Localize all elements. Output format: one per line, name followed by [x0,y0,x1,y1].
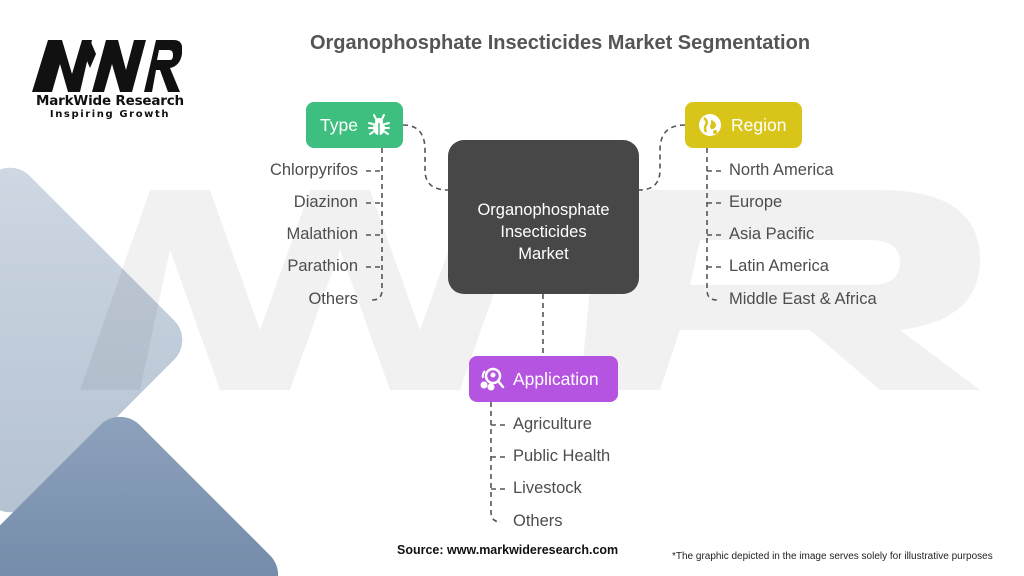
application-item-livestock: Livestock [513,479,582,497]
page-title: Organophosphate Insecticides Market Segm… [309,32,811,54]
brand-name: MarkWide Research [36,93,184,109]
brand-tagline: Inspiring Growth [49,109,171,120]
type-item-parathion: Parathion [287,257,358,275]
mwr-logo-icon [32,40,182,92]
application-item-public-health: Public Health [513,447,611,465]
type-item-malathion: Malathion [286,225,358,243]
segment-application-node: Application [469,356,618,402]
region-item-north-america: North America [729,161,834,179]
region-item-europe: Europe [729,193,783,211]
center-line-3: Market [518,245,569,263]
center-line-1: Organophosphate [477,201,610,219]
segment-type-label: Type [320,114,358,135]
region-item-middle-east-africa: Middle East & Africa [729,290,877,308]
application-item-agriculture: Agriculture [513,415,592,433]
globe-icon [699,114,721,136]
type-item-chlorpyrifos: Chlorpyrifos [269,161,358,179]
center-market-node: Organophosphate Insecticides Market [448,140,639,294]
magnifier-people-icon [480,367,505,391]
segment-application-label: Application [513,368,599,389]
application-item-others: Others [513,512,563,530]
segment-region-node: Region [685,102,802,148]
brand-logo: MarkWide Research Inspiring Growth [30,40,190,122]
segment-region-label: Region [731,114,787,135]
region-item-asia-pacific: Asia Pacific [729,225,815,243]
watermark-logo [80,190,980,390]
type-item-diazinon: Diazinon [293,193,358,211]
region-item-latin-america: Latin America [729,257,829,275]
source-credit: Source: www.markwideresearch.com [397,543,619,557]
center-line-2: Insecticides [500,223,587,241]
bug-icon [367,114,390,135]
disclaimer-note: *The graphic depicted in the image serve… [672,551,993,562]
segment-type-node: Type [306,102,403,148]
type-item-others: Others [308,290,358,308]
